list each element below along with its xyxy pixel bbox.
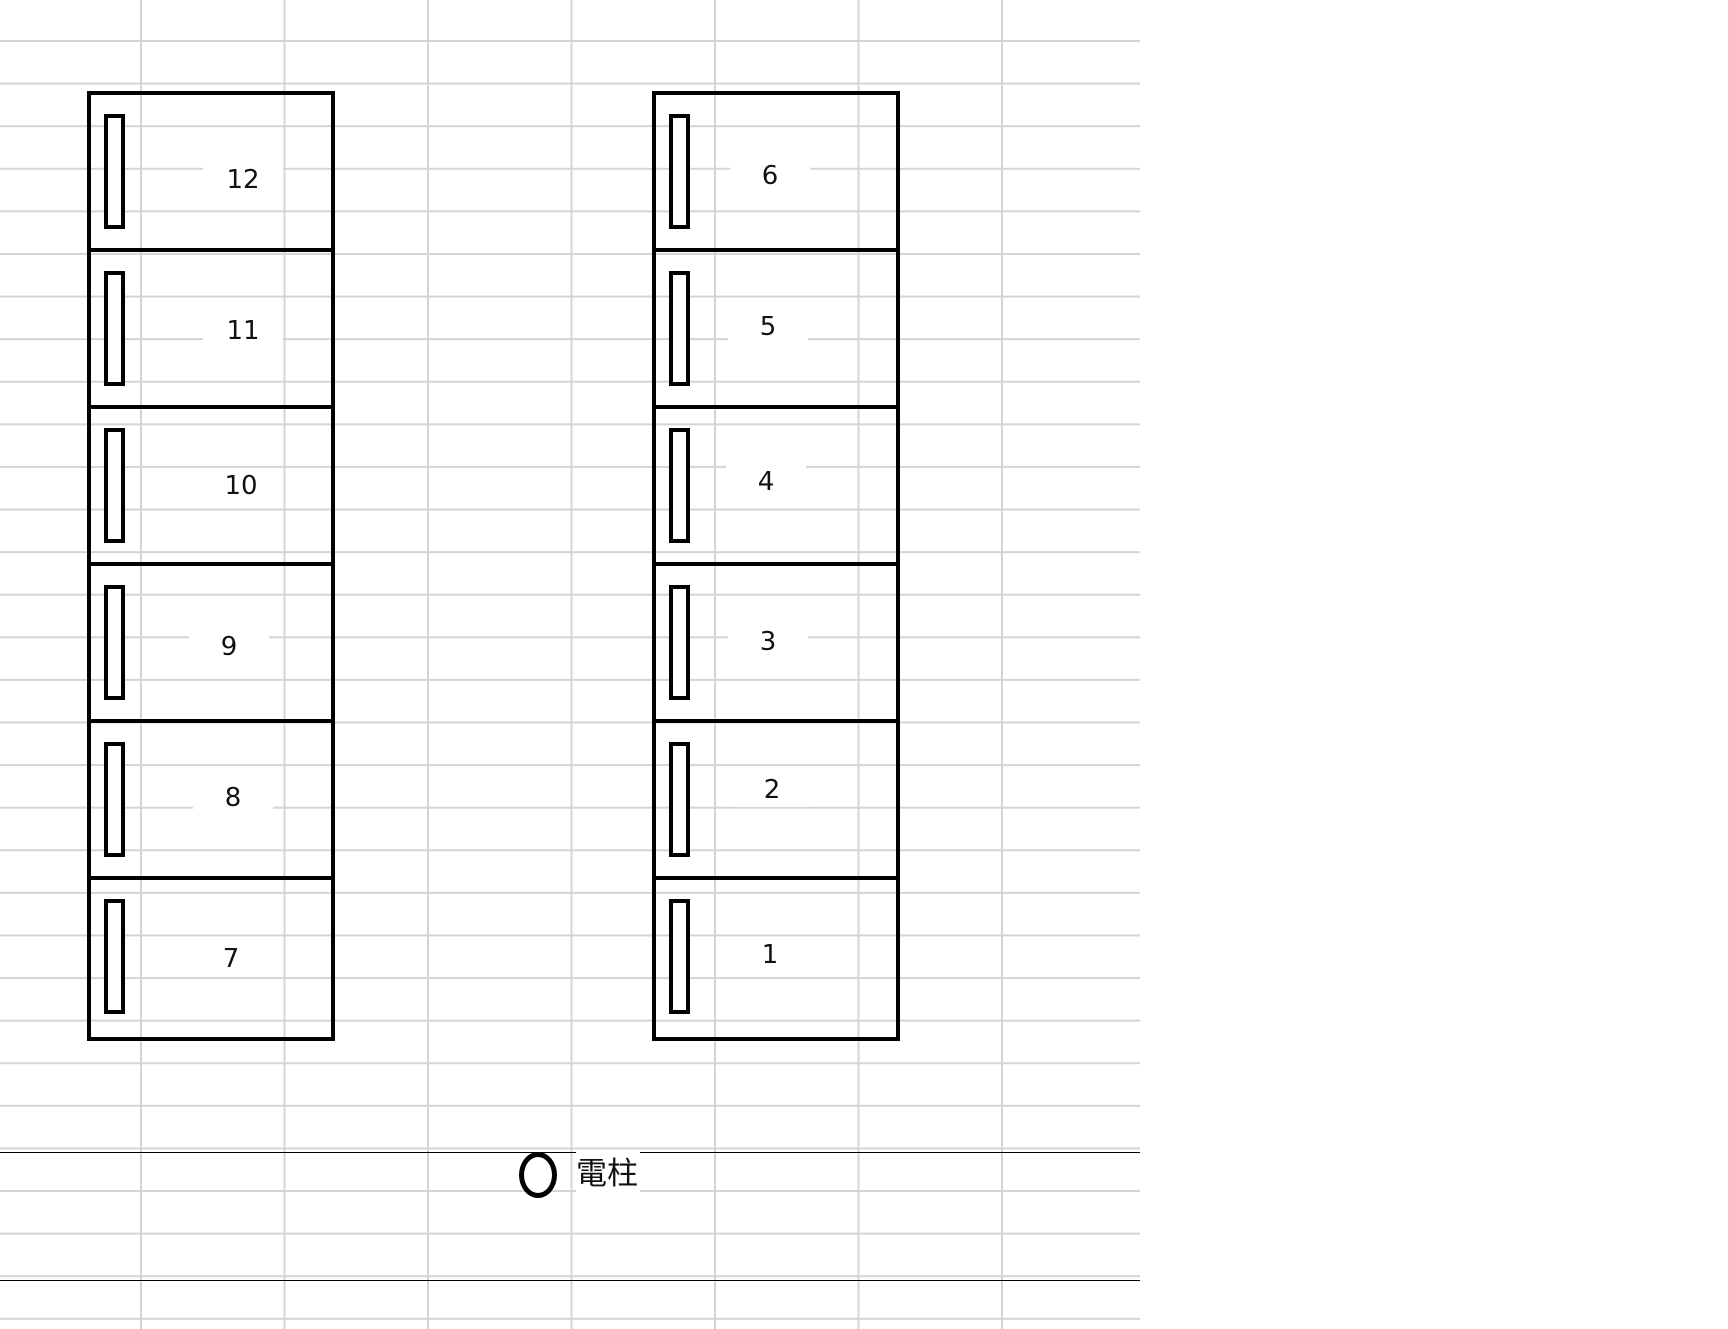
space-number: 10: [201, 469, 281, 503]
parking-space-9: 9: [91, 566, 331, 723]
parking-row-right: 6 5 4 3 2 1: [652, 91, 900, 1041]
space-number: 11: [203, 314, 283, 348]
space-number: 1: [730, 938, 810, 972]
space-number: 6: [730, 159, 810, 193]
car-slot-icon: [669, 585, 690, 700]
parking-space-5: 5: [656, 252, 896, 409]
car-slot-icon: [104, 899, 125, 1014]
parking-space-12: 12: [91, 95, 331, 252]
car-slot-icon: [104, 742, 125, 857]
space-number: 7: [191, 942, 271, 976]
spreadsheet-grid: 12 11 10 9 8 7 6 5: [0, 0, 1140, 1329]
parking-space-11: 11: [91, 252, 331, 409]
parking-space-7: 7: [91, 880, 331, 1037]
car-slot-icon: [104, 114, 125, 229]
space-number: 12: [203, 163, 283, 197]
road-line-top: [0, 1152, 1140, 1153]
space-number: 2: [732, 773, 812, 807]
car-slot-icon: [104, 428, 125, 543]
space-number: 5: [728, 310, 808, 344]
car-slot-icon: [669, 428, 690, 543]
parking-row-left: 12 11 10 9 8 7: [87, 91, 335, 1041]
car-slot-icon: [104, 585, 125, 700]
car-slot-icon: [669, 899, 690, 1014]
space-number: 3: [728, 625, 808, 659]
parking-space-2: 2: [656, 723, 896, 880]
parking-space-10: 10: [91, 409, 331, 566]
parking-space-1: 1: [656, 880, 896, 1037]
space-number: 4: [726, 465, 806, 499]
car-slot-icon: [669, 271, 690, 386]
road-line-bottom: [0, 1280, 1140, 1281]
parking-space-8: 8: [91, 723, 331, 880]
utility-pole-icon: [519, 1152, 557, 1198]
utility-pole-label: 電柱: [576, 1152, 640, 1196]
parking-space-4: 4: [656, 409, 896, 566]
parking-space-3: 3: [656, 566, 896, 723]
space-number: 9: [189, 630, 269, 664]
car-slot-icon: [669, 742, 690, 857]
parking-space-6: 6: [656, 95, 896, 252]
car-slot-icon: [669, 114, 690, 229]
car-slot-icon: [104, 271, 125, 386]
space-number: 8: [193, 781, 273, 815]
